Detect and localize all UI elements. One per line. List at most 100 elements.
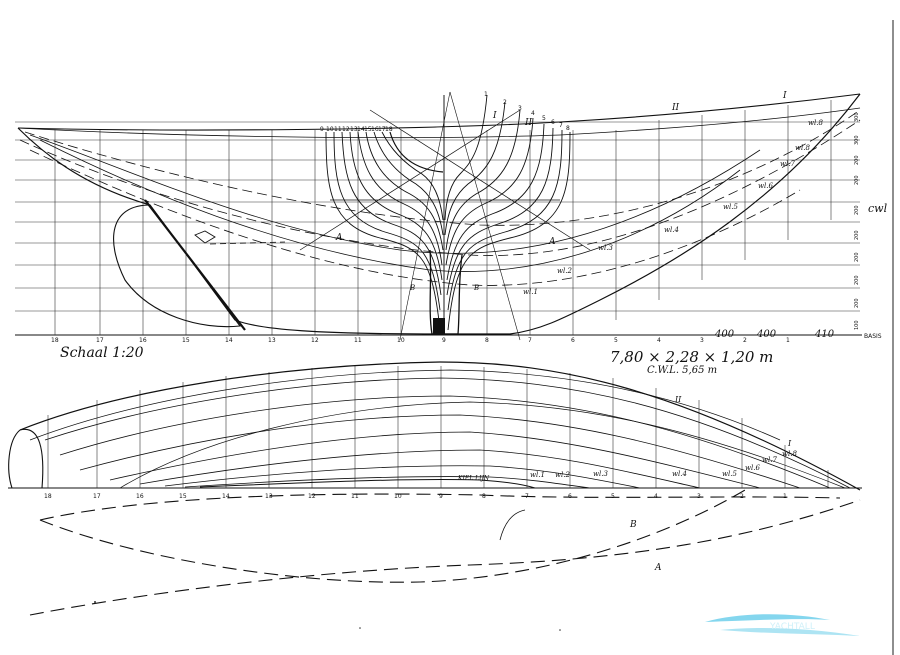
deck-line xyxy=(17,107,861,139)
scale-mark: 300 xyxy=(854,135,860,145)
station-number: 14 xyxy=(222,493,230,500)
scale-note: Schaal 1:20 xyxy=(60,345,144,361)
section-label: A xyxy=(335,233,343,243)
station-number: 18 xyxy=(51,337,59,344)
waterline-label: wl.4 xyxy=(664,226,679,234)
bp-num: 9 xyxy=(320,126,324,133)
station-number: 11 xyxy=(354,337,362,344)
propeller-mark xyxy=(194,230,216,244)
waterline-label: wl.7 xyxy=(762,456,777,464)
waterline-label: wl.5 xyxy=(722,470,737,478)
scale-mark: 200 xyxy=(854,230,860,240)
scale-mark: 200 xyxy=(854,298,860,308)
bp-num: 16 xyxy=(371,126,379,133)
section-label: A xyxy=(548,237,556,247)
deck-outline xyxy=(19,361,861,491)
keel-line xyxy=(199,479,536,489)
scale-mark: 100 xyxy=(854,320,860,330)
station-number: 9 xyxy=(439,493,443,500)
scale-mark: 200 xyxy=(854,175,860,185)
waterline-label: wl.3 xyxy=(593,470,608,478)
station-number: 17 xyxy=(93,493,101,500)
bp-num: 3 xyxy=(518,105,522,112)
station-number: 4 xyxy=(654,493,658,500)
bp-num: 7 xyxy=(559,122,563,129)
diagonal-label: II xyxy=(524,118,533,128)
spacing-dim: 410 xyxy=(814,329,835,340)
sheer-line xyxy=(17,93,861,131)
body-plan-numbers-left: 9 10 11 12 13 14 15 16 17 18 xyxy=(320,126,393,133)
section-label: A xyxy=(654,563,662,573)
spacing-dim: 400 xyxy=(714,329,735,340)
bp-num: 15 xyxy=(364,126,372,133)
scale-mark: 200 xyxy=(854,155,860,165)
body-plan xyxy=(299,91,591,341)
diagonal-label: I xyxy=(782,91,787,101)
station-number: 4 xyxy=(657,337,661,344)
bp-num: 17 xyxy=(378,126,386,133)
station-number: 3 xyxy=(700,337,704,344)
waterline-label: wl.1 xyxy=(530,471,545,479)
station-number: 17 xyxy=(96,337,104,344)
station-number: 6 xyxy=(571,337,575,344)
bp-num: 13 xyxy=(350,126,358,133)
diagonal-a-lower xyxy=(29,499,861,616)
station-number: 12 xyxy=(308,493,316,500)
station-number: 9 xyxy=(442,337,446,344)
bp-num: 8 xyxy=(566,125,570,132)
diagonal-arc xyxy=(499,509,526,541)
section-label: B xyxy=(409,284,415,292)
scale-mark: 200 xyxy=(854,275,860,285)
waterline-label: wl.6 xyxy=(758,182,773,190)
station-number: 12 xyxy=(311,337,319,344)
station-number: 6 xyxy=(568,493,572,500)
diagonal-development: B A xyxy=(29,489,861,616)
bp-num: 12 xyxy=(342,126,350,133)
station-number: 8 xyxy=(485,337,489,344)
station-number: 1 xyxy=(786,337,790,344)
station-number: 3 xyxy=(697,493,701,500)
diagonal-label: II xyxy=(674,395,682,404)
diagonal-label: I xyxy=(492,111,497,121)
cwl-length-note: C.W.L. 5,65 m xyxy=(647,365,717,376)
station-number: 5 xyxy=(611,493,615,500)
profile-station-numbers: 18 17 16 15 14 13 12 11 10 9 8 7 6 5 4 3… xyxy=(51,337,790,344)
watermark-logo: YACHTALL xyxy=(705,614,860,636)
bp-num: 4 xyxy=(531,110,535,117)
station-number: 1 xyxy=(783,493,787,500)
station-number: 8 xyxy=(482,493,486,500)
station-number: 14 xyxy=(225,337,233,344)
waterline-label: wl.8 xyxy=(782,450,797,458)
waterline-label: wl.7 xyxy=(780,160,795,168)
basis-label: BASIS xyxy=(864,333,882,340)
bp-num: 6 xyxy=(551,119,555,126)
profile-waterline-grid xyxy=(15,121,862,336)
station-number: 16 xyxy=(136,493,144,500)
bp-num: 18 xyxy=(385,126,393,133)
station-number: 11 xyxy=(351,493,359,500)
scale-mark: 200 xyxy=(854,252,860,262)
station-number: 5 xyxy=(614,337,618,344)
station-number: 13 xyxy=(268,337,276,344)
rudder-stock xyxy=(144,199,246,331)
profile-waterline-labels: wl.8 wl.8 wl.7 wl.6 wl.5 wl.4 wl.3 wl.2 … xyxy=(523,119,823,296)
station-number: 7 xyxy=(528,337,532,344)
spacing-dim: 400 xyxy=(756,329,777,340)
scale-mark: 300 xyxy=(854,112,860,122)
bp-num: 11 xyxy=(334,126,342,133)
watermark-text: YACHTALL xyxy=(769,622,815,632)
station-number: 16 xyxy=(139,337,147,344)
station-number: 10 xyxy=(394,493,402,500)
dimensions-note: 7,80 × 2,28 × 1,20 m xyxy=(610,348,773,366)
bp-num: 1 xyxy=(484,91,488,98)
diagonal-label: I xyxy=(787,439,792,448)
hull-profile xyxy=(17,93,861,335)
bp-num: 14 xyxy=(357,126,365,133)
waterline-label: wl.1 xyxy=(523,288,538,296)
bp-num: 10 xyxy=(326,126,334,133)
station-number: 15 xyxy=(179,493,187,500)
diagonal-label: II xyxy=(671,103,680,113)
rudder xyxy=(113,204,242,328)
keel-bulb xyxy=(433,318,445,334)
